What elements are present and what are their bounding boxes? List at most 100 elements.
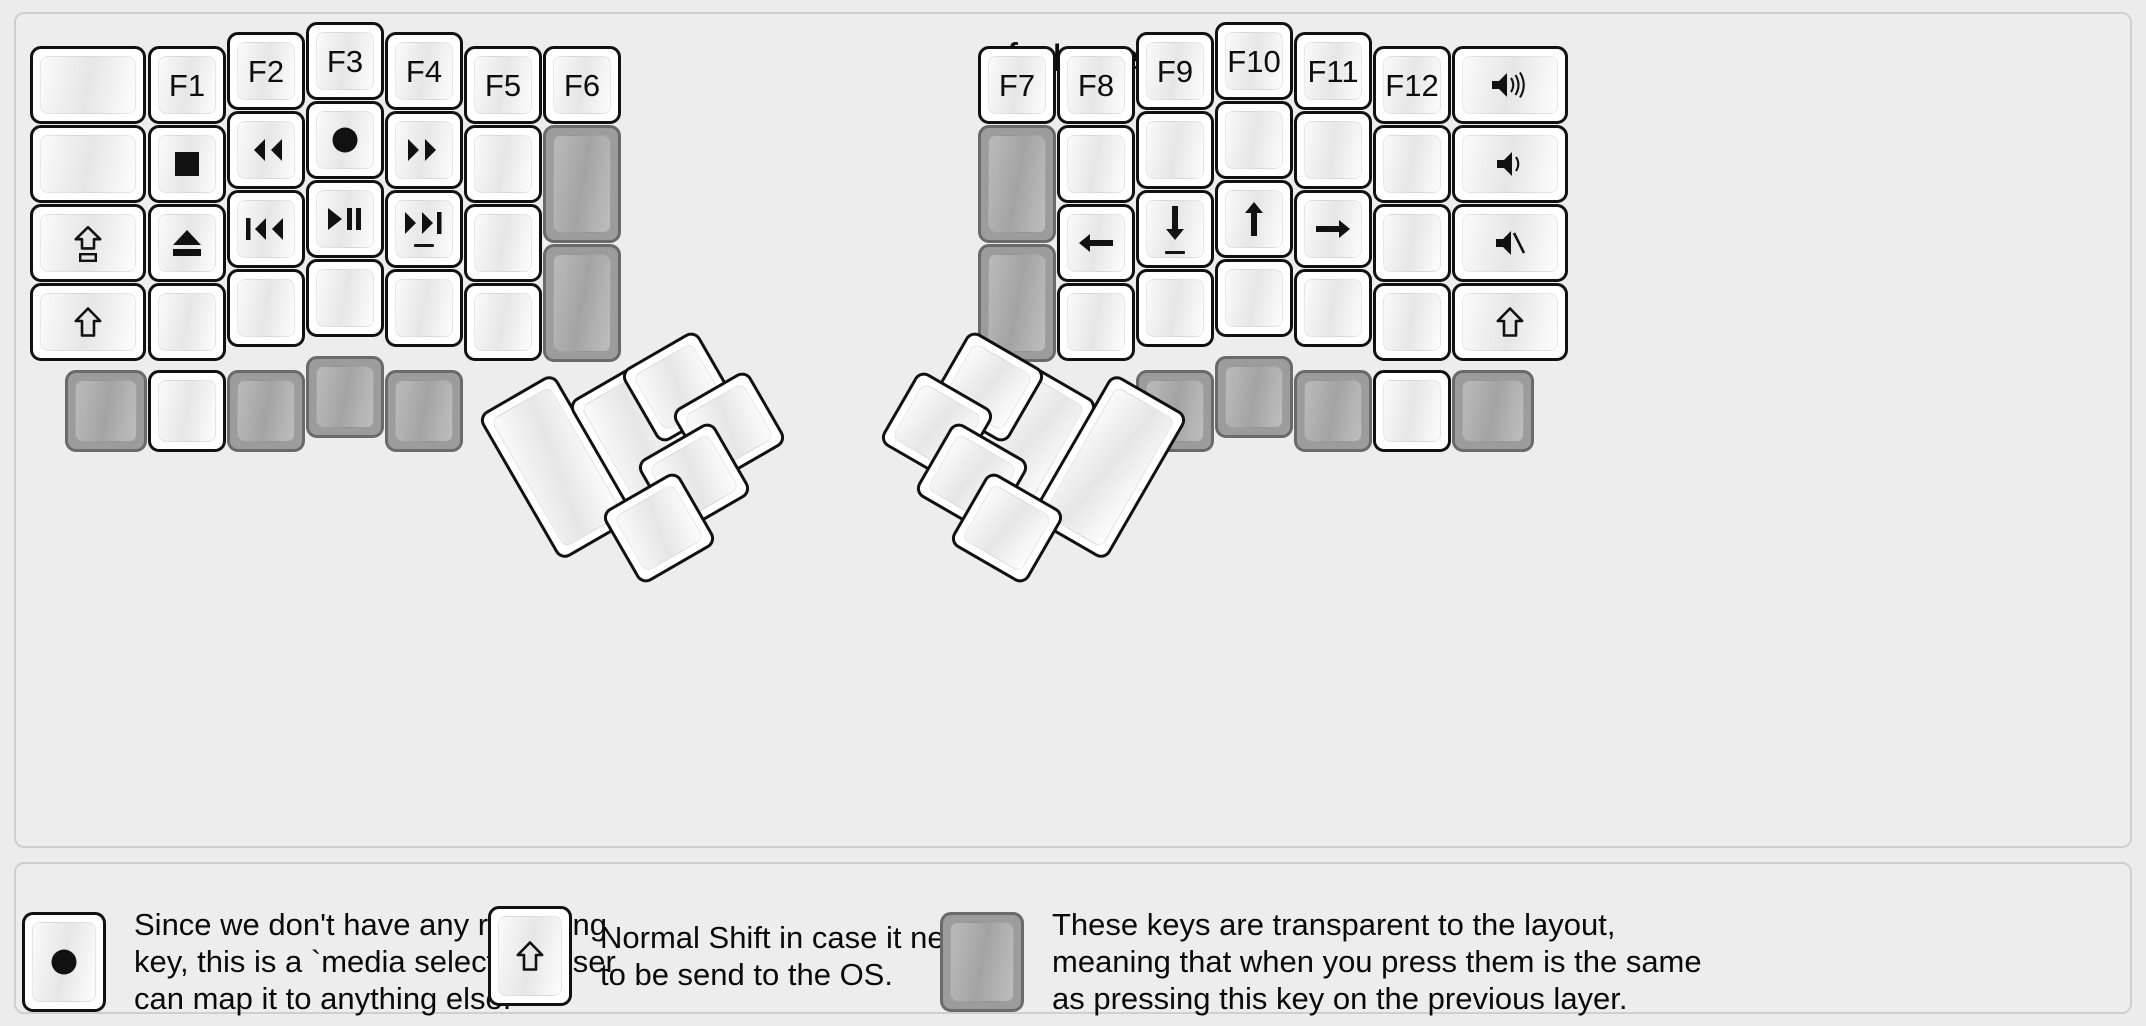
key-l-c1-r2[interactable]	[30, 125, 146, 203]
key-r-c3-r2[interactable]	[1136, 111, 1214, 189]
key-r-c4-r2[interactable]	[1215, 101, 1293, 179]
keycap-face	[1462, 135, 1558, 193]
key-r-c6-r2[interactable]	[1373, 125, 1451, 203]
key-l-c4-r2[interactable]	[306, 101, 384, 179]
key-l-c3-r1[interactable]: F2	[227, 32, 305, 110]
key-r-c3-r4[interactable]	[1136, 269, 1214, 347]
key-r-c6-r4[interactable]	[1373, 283, 1451, 361]
key-r-c4-r1[interactable]: F10	[1215, 22, 1293, 100]
key-l-c5-r3[interactable]	[385, 190, 463, 268]
key-r-c7-r2[interactable]	[1452, 125, 1568, 203]
key-r-c5-r1[interactable]: F11	[1294, 32, 1372, 110]
key-r-c6-r1[interactable]: F12	[1373, 46, 1451, 124]
keycap-face	[316, 366, 374, 428]
keycap-face	[988, 135, 1046, 233]
key-l-c5-r5[interactable]	[385, 370, 463, 452]
key-r-c7-r3[interactable]	[1452, 204, 1568, 282]
keycap-face	[75, 380, 137, 442]
keycap-face	[988, 254, 1046, 352]
key-l-c2-r1[interactable]: F1	[148, 46, 226, 124]
keycap-face	[1146, 42, 1204, 100]
keycap-face	[237, 121, 295, 179]
keycap-face	[1225, 32, 1283, 90]
keycap-face	[474, 56, 532, 114]
key-r-c6-r5[interactable]	[1373, 370, 1451, 452]
keycap-face	[1146, 200, 1204, 258]
key-r-c4-r4[interactable]	[1215, 259, 1293, 337]
key-r-c3-r3[interactable]	[1136, 190, 1214, 268]
key-r-c2-r3[interactable]	[1057, 204, 1135, 282]
keycap-face	[158, 380, 216, 442]
keycap-face	[1462, 214, 1558, 272]
key-l-c5-r4[interactable]	[385, 269, 463, 347]
keycap-face	[1225, 111, 1283, 169]
key-l-c2-r5[interactable]	[148, 370, 226, 452]
key-r-c7-r1[interactable]	[1452, 46, 1568, 124]
key-r-c1-r2[interactable]	[978, 125, 1056, 243]
keycap-face	[395, 279, 453, 337]
keycap-face	[40, 135, 136, 193]
key-l-c3-r2[interactable]	[227, 111, 305, 189]
key-l-c4-r5[interactable]	[306, 356, 384, 438]
keycap-face	[1462, 293, 1558, 351]
key-l-c4-r1[interactable]: F3	[306, 22, 384, 100]
key-r-c2-r4[interactable]	[1057, 283, 1135, 361]
key-r-c3-r1[interactable]: F9	[1136, 32, 1214, 110]
key-l-c4-r3[interactable]	[306, 180, 384, 258]
keycap-face	[1383, 293, 1441, 351]
key-l-c1-r5[interactable]	[65, 370, 147, 452]
key-l-c5-r1[interactable]: F4	[385, 32, 463, 110]
key-r-c4-r3[interactable]	[1215, 180, 1293, 258]
keycap-face	[395, 42, 453, 100]
key-l-c5-r2[interactable]	[385, 111, 463, 189]
key-l-c7-r1[interactable]: F6	[543, 46, 621, 124]
keycap-face	[1383, 56, 1441, 114]
key-r-c5-r5[interactable]	[1294, 370, 1372, 452]
key-r-c5-r2[interactable]	[1294, 111, 1372, 189]
keycap-face	[1383, 380, 1441, 442]
key-l-c2-r2[interactable]	[148, 125, 226, 203]
legend-normal-shift-sample-key	[488, 906, 572, 1006]
key-l-c1-r1[interactable]	[30, 46, 146, 124]
keycap-face	[40, 214, 136, 272]
keycap-face	[1462, 380, 1524, 442]
keycap-face	[395, 121, 453, 179]
key-l-c3-r3[interactable]	[227, 190, 305, 268]
key-r-c1-r1[interactable]: F7	[978, 46, 1056, 124]
key-l-c6-r3[interactable]	[464, 204, 542, 282]
keycap-face	[237, 279, 295, 337]
key-l-c7-r2[interactable]	[543, 125, 621, 243]
keycap-face	[1383, 135, 1441, 193]
legend-transparent-sample-key	[940, 911, 1024, 1012]
key-l-c1-r3[interactable]	[30, 204, 146, 282]
key-l-c1-r4[interactable]	[30, 283, 146, 361]
keycap-face	[40, 56, 136, 114]
key-l-c6-r2[interactable]	[464, 125, 542, 203]
key-r-c2-r2[interactable]	[1057, 125, 1135, 203]
key-l-c3-r5[interactable]	[227, 370, 305, 452]
key-r-c6-r3[interactable]	[1373, 204, 1451, 282]
key-r-c5-r3[interactable]	[1294, 190, 1372, 268]
key-r-c2-r1[interactable]: F8	[1057, 46, 1135, 124]
key-l-c6-r1[interactable]: F5	[464, 46, 542, 124]
key-l-c7-r3[interactable]	[543, 244, 621, 362]
key-r-c4-r5[interactable]	[1215, 356, 1293, 438]
keycap-face	[498, 916, 562, 996]
key-l-c3-r4[interactable]	[227, 269, 305, 347]
keycap-face	[1462, 56, 1558, 114]
key-l-c6-r4[interactable]	[464, 283, 542, 361]
key-l-c2-r3[interactable]	[148, 204, 226, 282]
keycap-face	[158, 214, 216, 272]
key-r-c7-r4[interactable]	[1452, 283, 1568, 361]
keycap-face	[237, 200, 295, 258]
keycap-face	[40, 293, 136, 351]
keycap-face	[1225, 366, 1283, 428]
key-l-c2-r4[interactable]	[148, 283, 226, 361]
key-r-c5-r4[interactable]	[1294, 269, 1372, 347]
key-l-c4-r4[interactable]	[306, 259, 384, 337]
legend-media-select-sample-key	[22, 911, 106, 1012]
key-r-c7-r5[interactable]	[1452, 370, 1534, 452]
legend-panel	[14, 862, 2132, 1014]
keycap-face	[1225, 190, 1283, 248]
